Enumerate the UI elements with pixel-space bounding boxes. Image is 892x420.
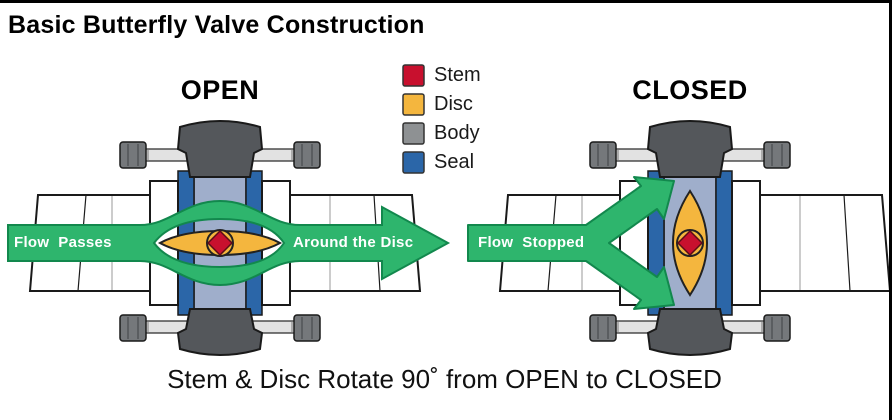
legend-item-body: Body [402,122,481,145]
open-valve-diagram [7,120,451,356]
open-flow-label-left: Flow Passes [14,234,112,251]
stem-color-swatch [402,64,425,87]
open-flow-arrow [7,199,451,287]
closed-valve-label: CLOSED [632,75,748,105]
closed-flow-label: Flow Stopped [478,234,585,251]
page-title: Basic Butterfly Valve Construction [8,11,425,39]
open-flow-label-right: Around the Disc [293,234,414,251]
open-stem-diamond [206,229,234,257]
body-color-swatch [402,122,425,145]
closed-valve-diagram [467,120,889,356]
seal-color-swatch [402,151,425,174]
disc-swatch-rect [402,93,425,116]
legend: Stem Disc Body Seal [402,64,481,180]
open-valve-label: OPEN [180,75,260,105]
closed-flow-arrow [467,176,675,310]
legend-item-seal: Seal [402,151,481,174]
caption: Stem & Disc Rotate 90˚ from OPEN to CLOS… [167,364,722,394]
legend-item-disc: Disc [402,93,481,116]
legend-label-seal: Seal [434,151,475,173]
legend-label-stem: Stem [434,64,481,86]
closed-stem-diamond [676,229,704,257]
stem-swatch-rect [402,64,425,87]
legend-item-stem: Stem [402,64,481,87]
legend-label-body: Body [434,122,480,144]
body-swatch-rect [402,122,425,145]
valve-scene [7,120,889,356]
legend-label-disc: Disc [434,93,473,115]
disc-color-swatch [402,93,425,116]
seal-swatch-rect [402,151,425,174]
